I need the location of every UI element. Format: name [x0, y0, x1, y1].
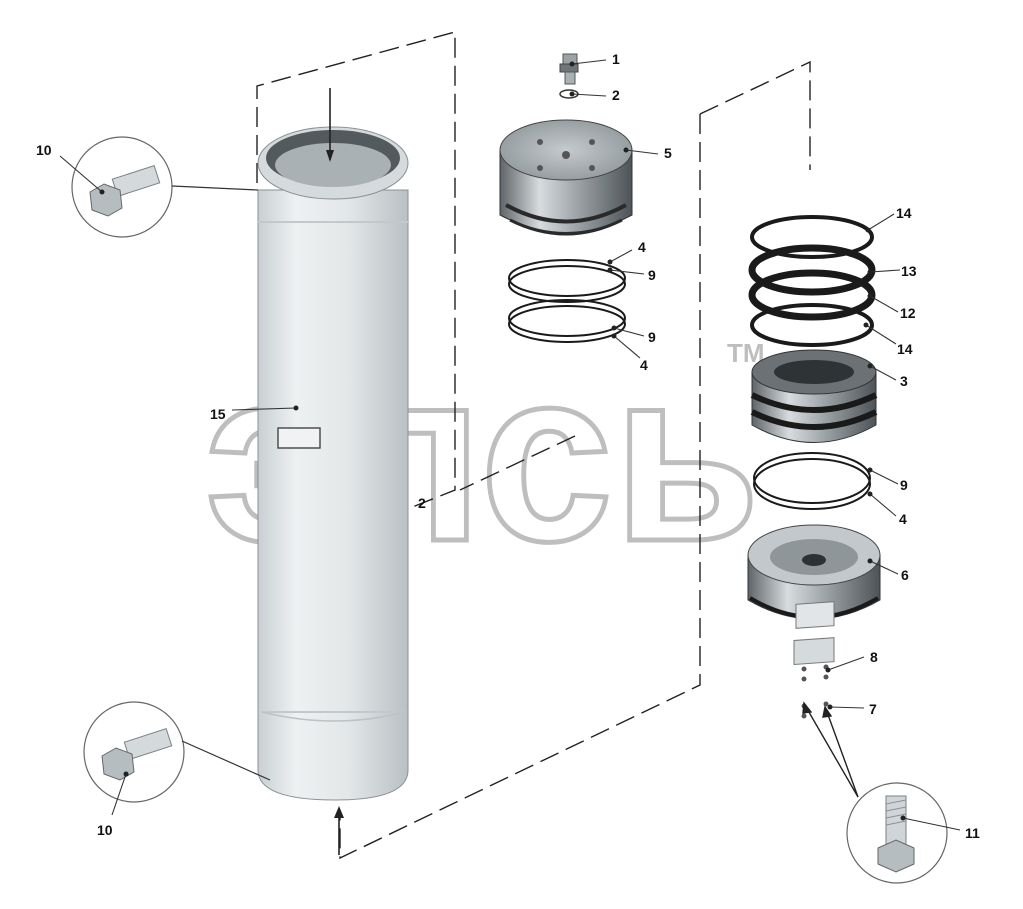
- callout-9-mid: 9: [648, 329, 656, 345]
- piston-rings-stack: [748, 215, 876, 347]
- callout-5: 5: [664, 145, 672, 161]
- callout-15: 15: [210, 406, 226, 422]
- leader-lines: [59, 59, 961, 831]
- leader-dots: [99, 61, 906, 821]
- bottom-arrow: [334, 806, 344, 855]
- bolt-detail-top: [71, 136, 259, 238]
- callout-8: 8: [870, 649, 878, 665]
- piston-3: [750, 349, 878, 443]
- callout-14-bottom: 14: [897, 341, 913, 357]
- cap-5: [499, 119, 633, 236]
- callout-4-top: 4: [638, 239, 646, 255]
- callout-2-tube: 2: [418, 495, 426, 511]
- cap-6: [747, 524, 881, 620]
- callout-labels: 1 2 2 3 4 4 4 5 6 7 8 9 9 9 10 10 11 12 …: [36, 51, 980, 841]
- seal-rings-lower: [753, 452, 871, 510]
- callout-1: 1: [612, 51, 620, 67]
- cylinder-tube: [257, 88, 409, 801]
- callout-9-lower: 9: [900, 477, 908, 493]
- tube-port-window: [277, 427, 321, 449]
- bolt-detail-11: [846, 782, 948, 884]
- callout-9-top: 9: [648, 267, 656, 283]
- callout-10-bottom: 10: [97, 822, 113, 838]
- plate-bolt-arrows: [802, 701, 859, 798]
- callout-6: 6: [901, 567, 909, 583]
- callout-3: 3: [900, 373, 908, 389]
- callout-2: 2: [612, 87, 620, 103]
- callout-12: 12: [900, 305, 916, 321]
- callout-10-top: 10: [36, 142, 52, 158]
- callout-11: 11: [965, 825, 980, 841]
- callout-4-lower: 4: [899, 511, 907, 527]
- callout-4-mid: 4: [640, 357, 648, 373]
- bolt-detail-bottom: [83, 701, 271, 803]
- callout-7: 7: [869, 701, 877, 717]
- callout-13: 13: [901, 263, 917, 279]
- plate-8: [795, 601, 835, 682]
- plate-7: [793, 637, 835, 719]
- fitting-1: [559, 53, 579, 85]
- seal-rings-middle: [508, 259, 626, 343]
- callout-14-top: 14: [896, 205, 912, 221]
- assembly-guide-lines: [256, 31, 811, 860]
